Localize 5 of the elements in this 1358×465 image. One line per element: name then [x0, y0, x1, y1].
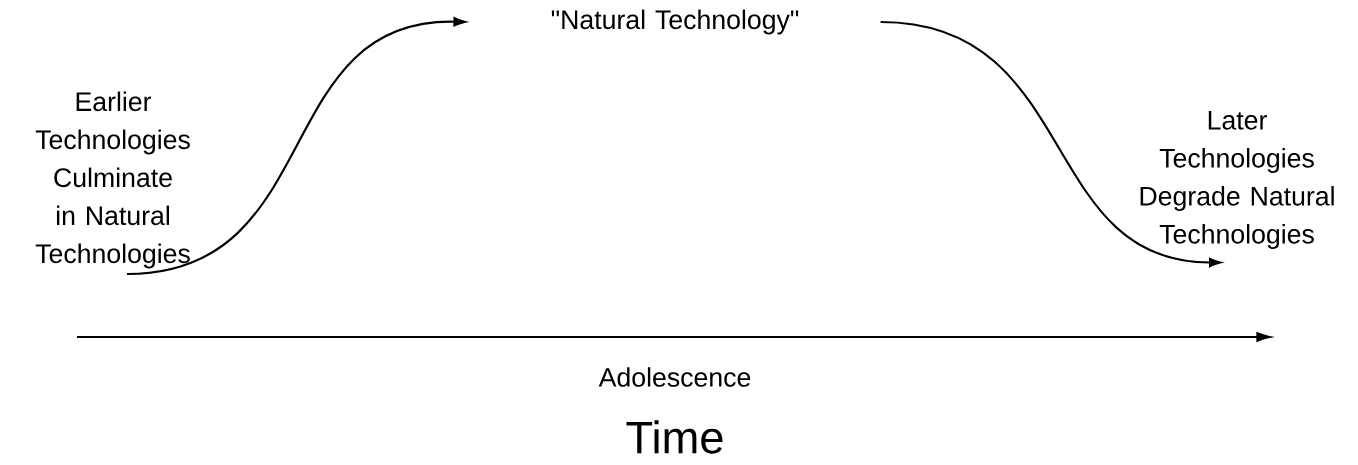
arrow	[126, 17, 466, 276]
axis-label: Adolescence	[598, 367, 751, 387]
text-label: "Natural Technology"	[551, 9, 799, 35]
axis-title: Time	[626, 420, 723, 454]
text-label: Earlier Technologies Culminate in Natural Technologies	[35, 91, 190, 269]
